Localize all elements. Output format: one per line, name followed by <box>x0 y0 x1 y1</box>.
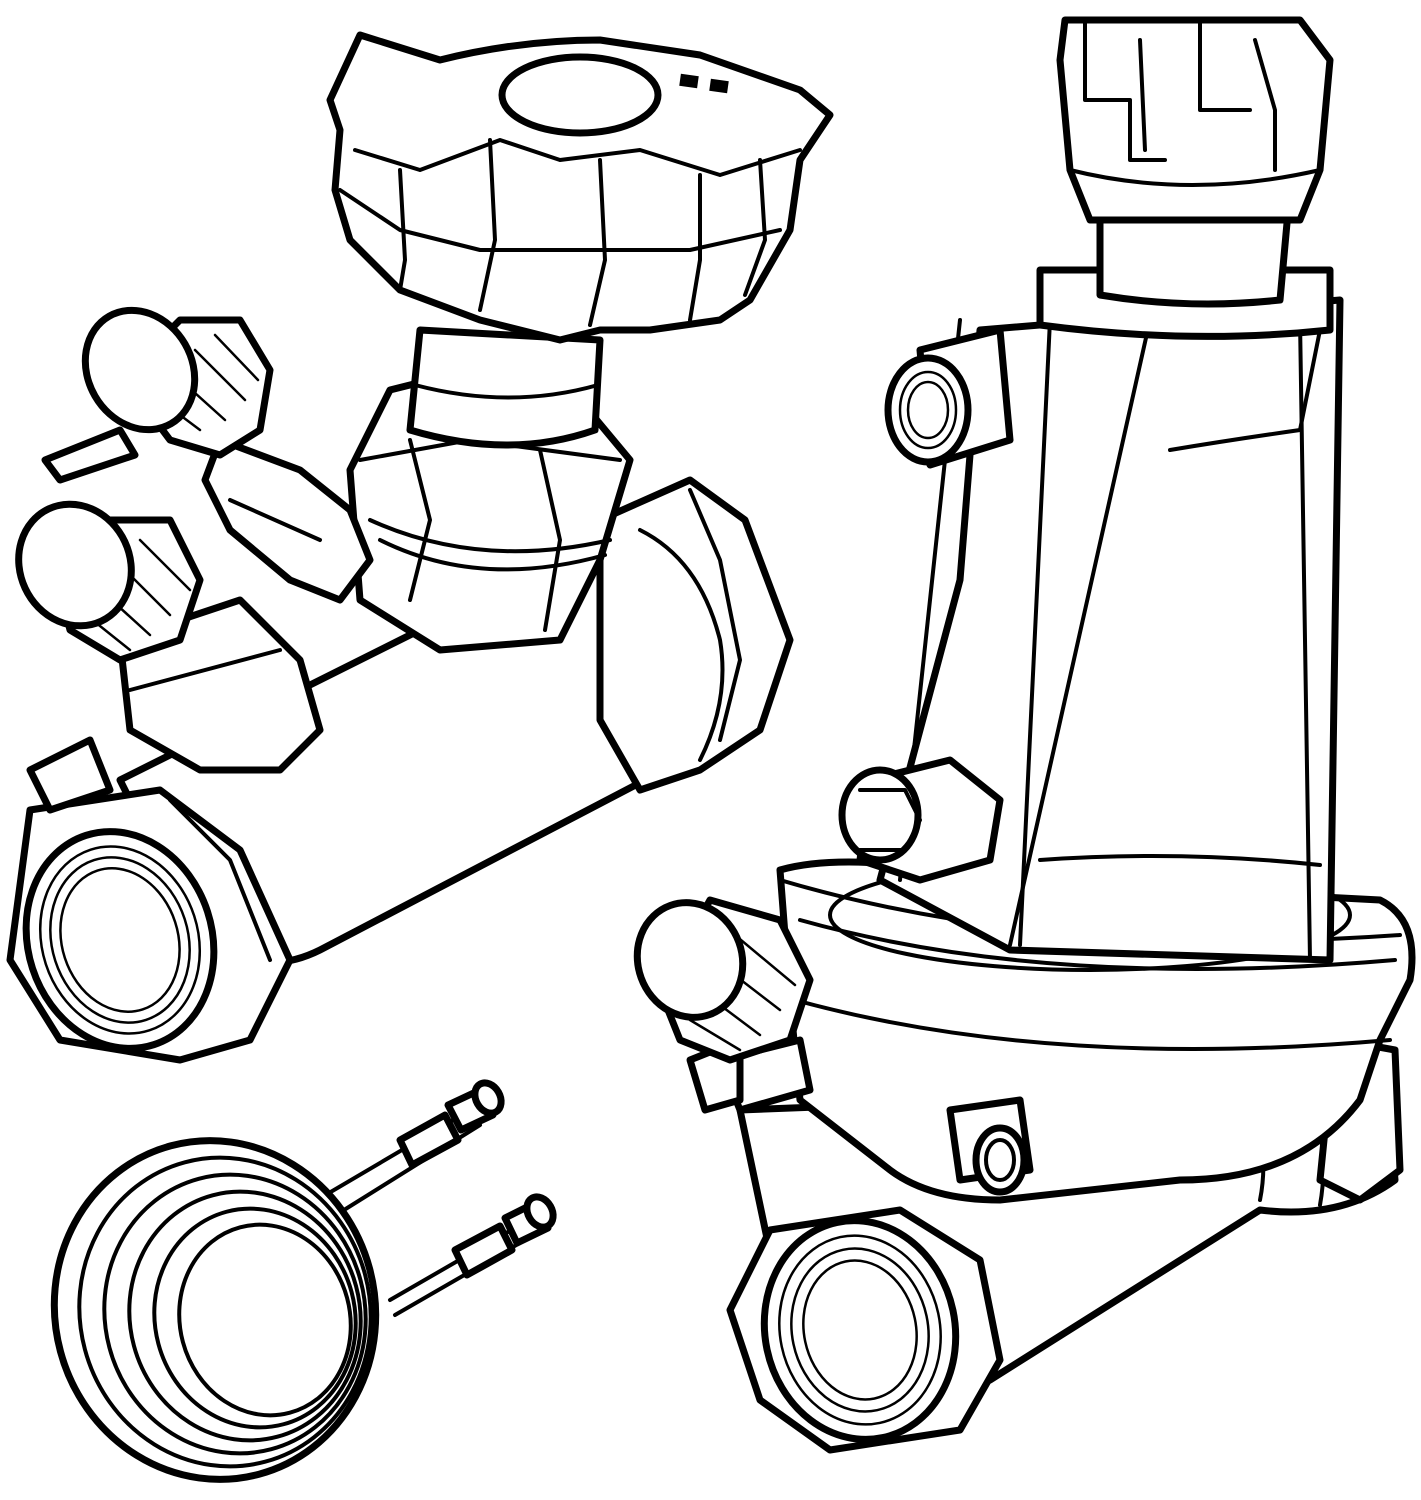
controller-test-point-cap <box>633 899 747 1021</box>
capillary-coil <box>50 1137 380 1483</box>
capillary-fitting-lower <box>451 1193 557 1279</box>
test-point-lower <box>15 500 324 814</box>
capillary-fitting-upper <box>396 1079 505 1169</box>
handwheel-cap <box>498 53 662 137</box>
test-point-upper <box>41 306 374 604</box>
test-point-lower-cap <box>15 500 135 630</box>
capillary-tube <box>50 1079 557 1483</box>
controller-side-port <box>972 1124 1028 1196</box>
valve-stem <box>406 326 604 449</box>
handwheel <box>326 31 834 344</box>
adjustment-cap <box>1056 16 1334 224</box>
test-point-upper-cap <box>81 306 199 434</box>
right-hex-nut <box>596 476 794 794</box>
balancing-valve <box>6 31 834 1064</box>
controller-test-point <box>633 896 814 1114</box>
handwheel-marking <box>679 73 699 89</box>
differential-pressure-controller <box>633 16 1416 1454</box>
